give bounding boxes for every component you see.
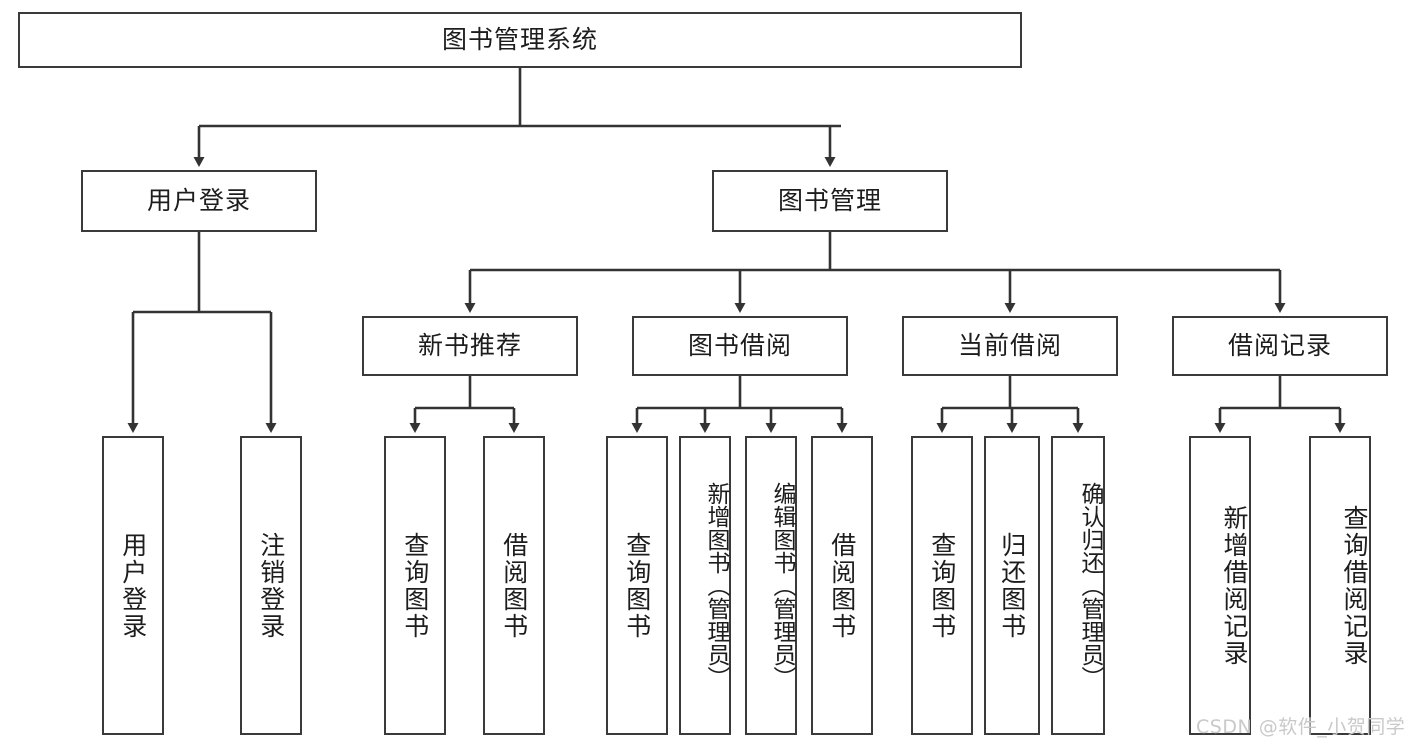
node-borrow-record[interactable]: 借阅记录 bbox=[1172, 316, 1388, 376]
node-leaf-query-book-rec[interactable]: 查询图书 bbox=[384, 436, 446, 735]
node-leaf-edit-book[interactable]: 编辑图书（管理员） bbox=[745, 436, 797, 735]
node-book-borrow[interactable]: 图书借阅 bbox=[632, 316, 848, 376]
node-leaf-logout[interactable]: 注销登录 bbox=[240, 436, 302, 735]
node-leaf-add-book[interactable]: 新增图书（管理员） bbox=[679, 436, 731, 735]
node-current-borrow[interactable]: 当前借阅 bbox=[902, 316, 1118, 376]
node-leaf-query-record[interactable]: 查询借阅记录 bbox=[1309, 436, 1371, 735]
node-new-book-recommend[interactable]: 新书推荐 bbox=[362, 316, 578, 376]
node-root[interactable]: 图书管理系统 bbox=[18, 12, 1022, 68]
node-leaf-borrow-book[interactable]: 借阅图书 bbox=[811, 436, 873, 735]
node-leaf-user-login[interactable]: 用户登录 bbox=[102, 436, 164, 735]
node-book-manage[interactable]: 图书管理 bbox=[712, 170, 948, 232]
node-leaf-confirm-return[interactable]: 确认归还（管理员） bbox=[1051, 436, 1105, 735]
node-leaf-add-record[interactable]: 新增借阅记录 bbox=[1189, 436, 1251, 735]
csdn-watermark: CSDN @软件_小贺同学 bbox=[1196, 716, 1405, 738]
node-leaf-return-book[interactable]: 归还图书 bbox=[984, 436, 1040, 735]
node-leaf-query-book-borrow[interactable]: 查询图书 bbox=[606, 436, 668, 735]
node-leaf-borrow-book-rec[interactable]: 借阅图书 bbox=[483, 436, 545, 735]
node-user-login[interactable]: 用户登录 bbox=[81, 170, 317, 232]
node-leaf-query-book-current[interactable]: 查询图书 bbox=[911, 436, 973, 735]
